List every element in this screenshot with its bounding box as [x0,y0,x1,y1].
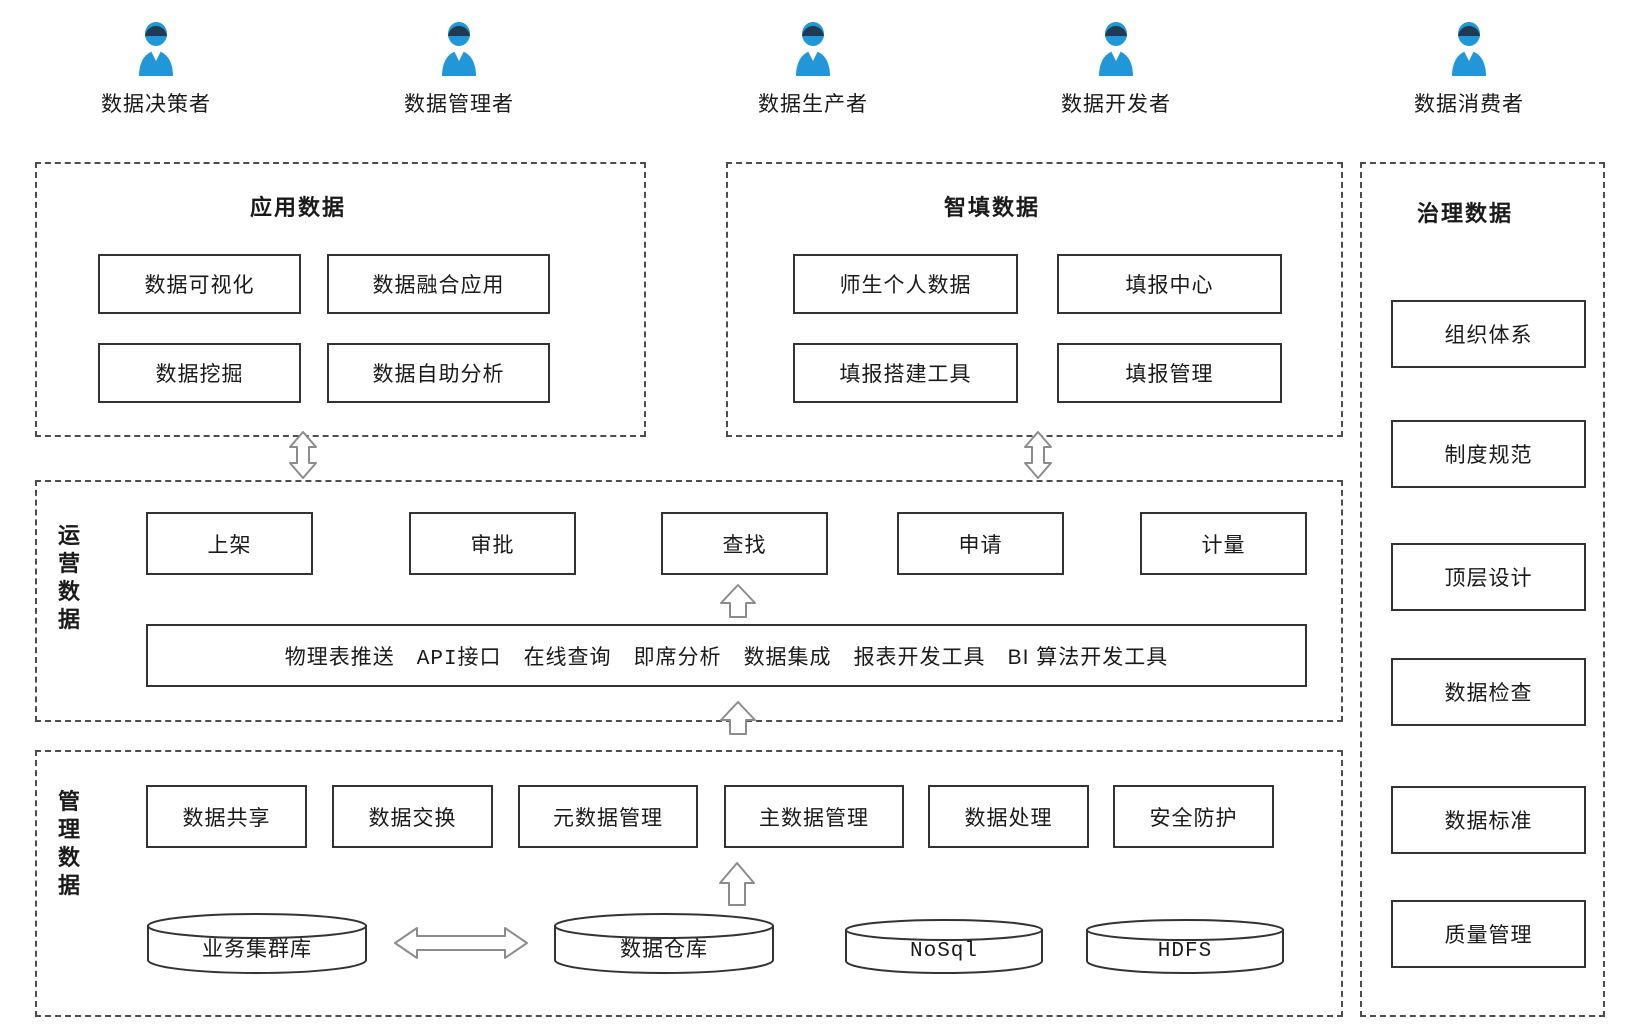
box-approval[interactable]: 审批 [409,512,576,575]
box-apply[interactable]: 申请 [897,512,1064,575]
group-title-management-data: 管理数据 [57,789,82,898]
box-fill-management[interactable]: 填报管理 [1057,343,1282,403]
box-data-exchange[interactable]: 数据交换 [332,785,493,848]
persona-data-manager: 数据管理者 [349,20,569,118]
strip-item-report-dev-tool: 报表开发工具 [853,645,986,669]
datastore-label: 业务集群库 [202,938,312,961]
box-data-self-service-analysis[interactable]: 数据自助分析 [327,343,550,403]
box-data-inspection[interactable]: 数据检查 [1391,658,1586,726]
group-title-operation-data: 运营数据 [57,523,82,632]
box-security-protection[interactable]: 安全防护 [1113,785,1274,848]
strip-item-adhoc-analysis: 即席分析 [633,645,722,669]
persona-label: 数据生产者 [758,93,868,116]
persona-label: 数据消费者 [1414,93,1524,116]
group-title-smart-fill-data: 智填数据 [944,195,1041,220]
strip-item-bi-algorithm-dev-tool: BI 算法开发工具 [1007,645,1169,669]
group-title-application-data: 应用数据 [250,195,347,220]
box-data-visualization[interactable]: 数据可视化 [98,254,301,314]
persona-data-consumer: 数据消费者 [1359,20,1579,118]
box-search[interactable]: 查找 [661,512,828,575]
arrow-up-management-to-operation [718,700,758,736]
persona-label: 数据决策者 [101,93,211,116]
persona-data-producer: 数据生产者 [703,20,923,118]
user-icon [133,20,179,82]
persona-label: 数据开发者 [1061,93,1171,116]
box-quality-management[interactable]: 质量管理 [1391,900,1586,968]
box-metadata-management[interactable]: 元数据管理 [518,785,698,848]
arrow-bidirectional-cluster-to-warehouse [393,922,529,964]
box-teacher-student-personal-data[interactable]: 师生个人数据 [793,254,1018,314]
box-master-data-management[interactable]: 主数据管理 [724,785,904,848]
box-fill-center[interactable]: 填报中心 [1057,254,1282,314]
datastore-nosql[interactable]: NoSql [844,918,1044,974]
datastore-label: NoSql [909,939,978,963]
datastore-label: HDFS [1157,939,1213,963]
user-icon [1093,20,1139,82]
box-data-processing[interactable]: 数据处理 [928,785,1089,848]
datastore-business-cluster-db[interactable]: 业务集群库 [146,912,368,974]
user-icon [436,20,482,82]
arrow-bidirectional-app-to-operation [285,430,321,480]
box-data-fusion-application[interactable]: 数据融合应用 [327,254,550,314]
persona-label: 数据管理者 [404,93,514,116]
user-icon [1446,20,1492,82]
datastore-data-warehouse[interactable]: 数据仓库 [553,912,775,974]
persona-data-developer: 数据开发者 [1006,20,1226,118]
box-top-level-design[interactable]: 顶层设计 [1391,543,1586,611]
box-data-mining[interactable]: 数据挖掘 [98,343,301,403]
arrow-bidirectional-fill-to-operation [1020,430,1056,480]
box-metering[interactable]: 计量 [1140,512,1307,575]
datastore-label: 数据仓库 [620,938,708,961]
arrow-up-warehouse-to-metadata [717,861,757,907]
group-title-governance-data: 治理数据 [1417,201,1514,226]
datastore-hdfs[interactable]: HDFS [1085,918,1285,974]
box-fill-builder-tool[interactable]: 填报搭建工具 [793,343,1018,403]
persona-data-decision-maker: 数据决策者 [46,20,266,118]
strip-item-data-integration: 数据集成 [743,645,832,669]
strip-item-online-query: 在线查询 [523,645,612,669]
box-institutional-norms[interactable]: 制度规范 [1391,420,1586,488]
user-icon [790,20,836,82]
strip-item-physical-table-push: 物理表推送 [284,645,395,669]
strip-item-api-interface: API接口 [416,647,502,671]
box-data-standard[interactable]: 数据标准 [1391,786,1586,854]
box-data-sharing[interactable]: 数据共享 [146,785,307,848]
box-listing[interactable]: 上架 [146,512,313,575]
arrow-up-strip-to-operation-boxes [718,583,758,619]
persona-row: 数据决策者 数据管理者 数据 [0,14,1636,134]
box-organization-system[interactable]: 组织体系 [1391,300,1586,368]
strip-operation-capabilities[interactable]: 物理表推送 API接口 在线查询 即席分析 数据集成 报表开发工具 BI 算法开… [146,624,1307,687]
